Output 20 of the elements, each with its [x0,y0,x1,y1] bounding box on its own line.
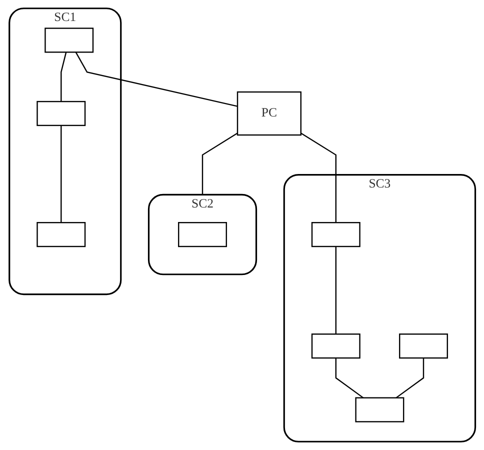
node-box [178,222,227,248]
node-box [44,28,94,53]
connector [60,52,66,102]
node-box [311,222,360,248]
connector [334,246,336,334]
connector [334,358,364,398]
node-box: PC [236,91,302,136]
node-box [36,222,86,248]
connector [74,52,238,107]
cluster: SC3 [283,174,476,442]
node-box [36,100,86,126]
connector [202,132,238,195]
connector [60,125,62,223]
cluster: SC1 [8,8,122,296]
cluster: SC2 [148,194,257,276]
node-box [354,397,404,422]
node-box [398,334,448,359]
connector [395,358,424,398]
node-box [311,334,360,359]
connector [300,132,336,223]
